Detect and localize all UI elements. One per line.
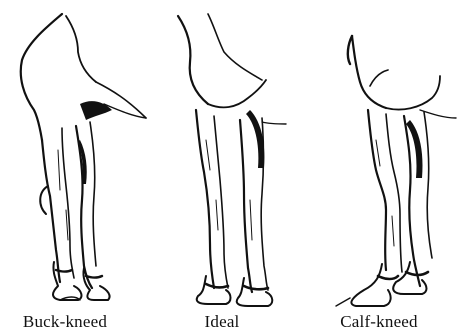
calf-kneed-caption: Calf-kneed xyxy=(340,312,418,332)
buck-kneed-leg-drawing xyxy=(21,14,146,300)
ideal-caption: Ideal xyxy=(205,312,240,332)
calf-kneed-leg-drawing xyxy=(336,36,456,306)
leg-illustrations xyxy=(0,0,458,310)
ideal-leg-drawing xyxy=(178,14,286,306)
buck-kneed-caption: Buck-kneed xyxy=(23,312,107,332)
